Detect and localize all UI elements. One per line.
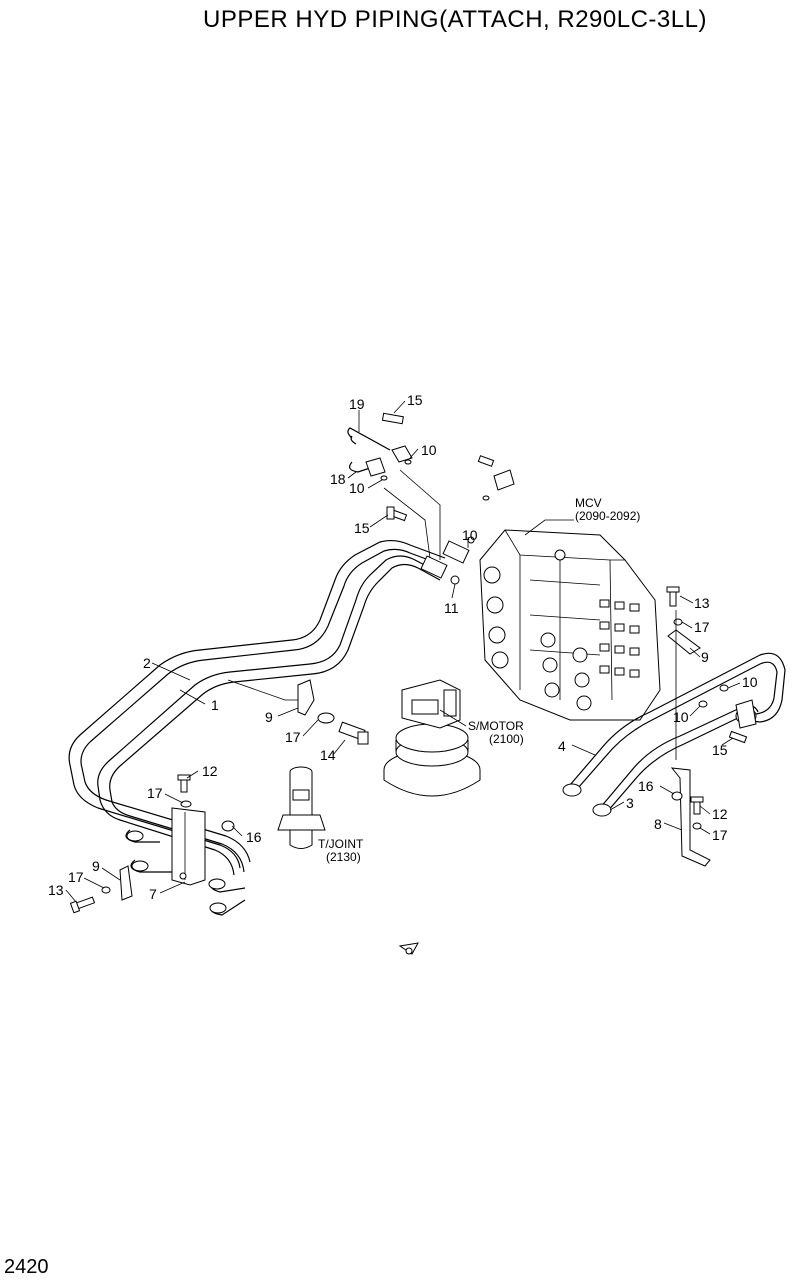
callout-10: 10 bbox=[462, 527, 478, 543]
callout-14: 14 bbox=[320, 747, 336, 763]
bracket-9-lower bbox=[101, 865, 133, 901]
flange-mcv bbox=[477, 455, 515, 501]
callout-4: 4 bbox=[558, 738, 566, 754]
swing-motor bbox=[383, 679, 481, 797]
callout-17: 17 bbox=[285, 729, 301, 745]
nut-16-left bbox=[221, 820, 235, 832]
pipe-assembly-left bbox=[68, 539, 470, 916]
callout-18: 18 bbox=[330, 471, 346, 487]
fitting-19 bbox=[347, 412, 413, 463]
callout-17: 17 bbox=[694, 619, 710, 635]
callout-2: 2 bbox=[143, 655, 151, 671]
callout-12: 12 bbox=[202, 763, 218, 779]
bracket-8 bbox=[670, 767, 711, 867]
swing-motor-ref: (2100) bbox=[489, 732, 524, 746]
turning-joint-label: T/JOINT bbox=[318, 837, 364, 851]
mcv-ref: (2090-2092) bbox=[575, 509, 640, 523]
callout-13: 13 bbox=[48, 882, 64, 898]
callout-7: 7 bbox=[149, 886, 157, 902]
callout-16: 16 bbox=[638, 778, 654, 794]
callout-1: 1 bbox=[211, 697, 219, 713]
callout-9: 9 bbox=[265, 709, 273, 725]
leader-lines bbox=[65, 400, 741, 903]
turning-joint bbox=[277, 766, 326, 849]
callout-8: 8 bbox=[654, 816, 662, 832]
bolt-12-left bbox=[177, 774, 192, 808]
callout-12: 12 bbox=[712, 806, 728, 822]
callout-17: 17 bbox=[68, 869, 84, 885]
callout-15: 15 bbox=[354, 520, 370, 536]
page-number: 2420 bbox=[4, 1256, 49, 1278]
bolt-13-left bbox=[69, 896, 96, 914]
callout-10: 10 bbox=[349, 480, 365, 496]
turning-joint-ref: (2130) bbox=[326, 850, 361, 864]
bolt-14 bbox=[338, 721, 369, 745]
small-fitting-bottom bbox=[398, 942, 419, 955]
callout-19: 19 bbox=[349, 396, 365, 412]
page-title: UPPER HYD PIPING(ATTACH, R290LC-3LL) bbox=[203, 6, 707, 33]
callout-9: 9 bbox=[92, 858, 100, 874]
component-labels: MCV (2090-2092) S/MOTOR (2100) T/JOINT (… bbox=[318, 496, 640, 864]
callout-16: 16 bbox=[246, 829, 262, 845]
callout-9: 9 bbox=[701, 649, 709, 665]
callout-17: 17 bbox=[712, 827, 728, 843]
callout-10: 10 bbox=[421, 442, 437, 458]
bolt-13-right bbox=[666, 586, 680, 607]
swing-motor-label: S/MOTOR bbox=[468, 719, 524, 733]
callout-15: 15 bbox=[712, 742, 728, 758]
callout-10: 10 bbox=[673, 709, 689, 725]
callout-10: 10 bbox=[742, 674, 758, 690]
mcv-label: MCV bbox=[575, 496, 602, 510]
parts-right-small bbox=[671, 684, 748, 830]
clamp-7 bbox=[171, 807, 206, 886]
pipe-assembly-right bbox=[562, 652, 786, 817]
callout-3: 3 bbox=[626, 795, 634, 811]
bolt-15-upper bbox=[386, 506, 408, 522]
callout-13: 13 bbox=[694, 595, 710, 611]
callouts: 19 15 10 18 10 15 10 11 2 1 9 17 14 12 1… bbox=[48, 392, 758, 902]
mcv-valve bbox=[479, 529, 661, 721]
callout-17: 17 bbox=[147, 785, 163, 801]
fitting-18 bbox=[348, 457, 388, 481]
bracket-9-center bbox=[297, 679, 335, 724]
callout-15: 15 bbox=[407, 392, 423, 408]
callout-11: 11 bbox=[444, 600, 459, 616]
